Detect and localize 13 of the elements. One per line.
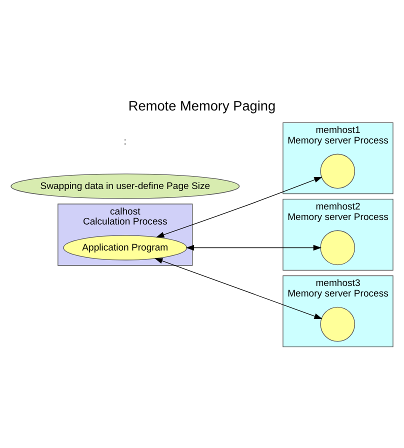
arrow: [186, 244, 322, 250]
arrow: [154, 258, 322, 318]
label: :: [124, 136, 126, 147]
node-circle: [320, 153, 356, 188]
cluster: memhost3 Memory server Process: [282, 274, 394, 347]
arrow: [156, 176, 322, 237]
node-ellipse: Application Program: [63, 234, 188, 260]
node-circle: [320, 306, 356, 342]
diagram-title: Remote Memory Paging: [128, 98, 276, 113]
cluster: memhost2 Memory server Process: [282, 198, 394, 270]
node-circle: [320, 230, 356, 265]
node-ellipse: Swapping data in user-define Page Size: [10, 173, 240, 198]
cluster: memhost1 Memory server Process: [282, 122, 394, 194]
